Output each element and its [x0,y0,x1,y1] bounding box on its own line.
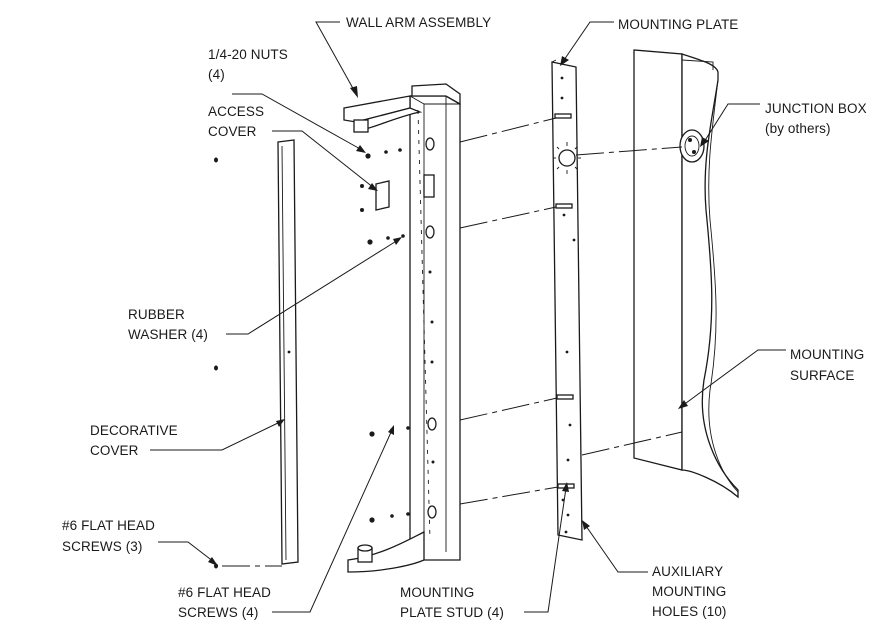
label-junction-line1: JUNCTION BOX [765,101,867,116]
label-stud-line2: PLATE STUD (4) [400,605,504,620]
flat-head-screws-3 [214,157,218,569]
label-decorative-line1: DECORATIVE [90,423,178,438]
label-aux-line2: MOUNTING [652,584,727,599]
label-stud-line1: MOUNTING [400,585,475,600]
alignment-lines [222,117,683,567]
label-flat-head-4-line2: SCREWS (4) [178,605,259,620]
label-wall-arm-assembly: WALL ARM ASSEMBLY [346,15,492,30]
access-cover [360,180,390,212]
wall-arm-assembly [343,83,461,573]
label-aux-line1: AUXILIARY [652,564,724,579]
label-access-line2: COVER [208,124,257,139]
label-decorative-line2: COVER [90,443,139,458]
label-flat-head-3-line2: SCREWS (3) [62,539,143,554]
label-mounting-surface-line2: SURFACE [790,368,855,383]
label-mounting-surface-line1: MOUNTING [790,347,865,362]
junction-box [679,129,705,163]
label-nuts-line2: (4) [208,67,225,82]
label-nuts-line1: 1/4-20 NUTS [208,47,288,62]
decorative-cover [277,139,299,565]
label-rubber-line2: WASHER (4) [128,327,209,342]
mounting-plate [551,59,583,541]
mounting-surface [633,49,739,499]
label-flat-head-3-line1: #6 FLAT HEAD [62,518,155,533]
label-access-line1: ACCESS [208,104,265,119]
nuts-and-washers [365,148,410,523]
label-junction-line2: (by others) [765,121,831,136]
label-aux-line3: HOLES (10) [652,604,727,619]
label-rubber-line1: RUBBER [128,307,185,322]
label-mounting-plate: MOUNTING PLATE [618,17,739,32]
leader-lines [150,21,786,613]
label-flat-head-4-line1: #6 FLAT HEAD [178,585,271,600]
